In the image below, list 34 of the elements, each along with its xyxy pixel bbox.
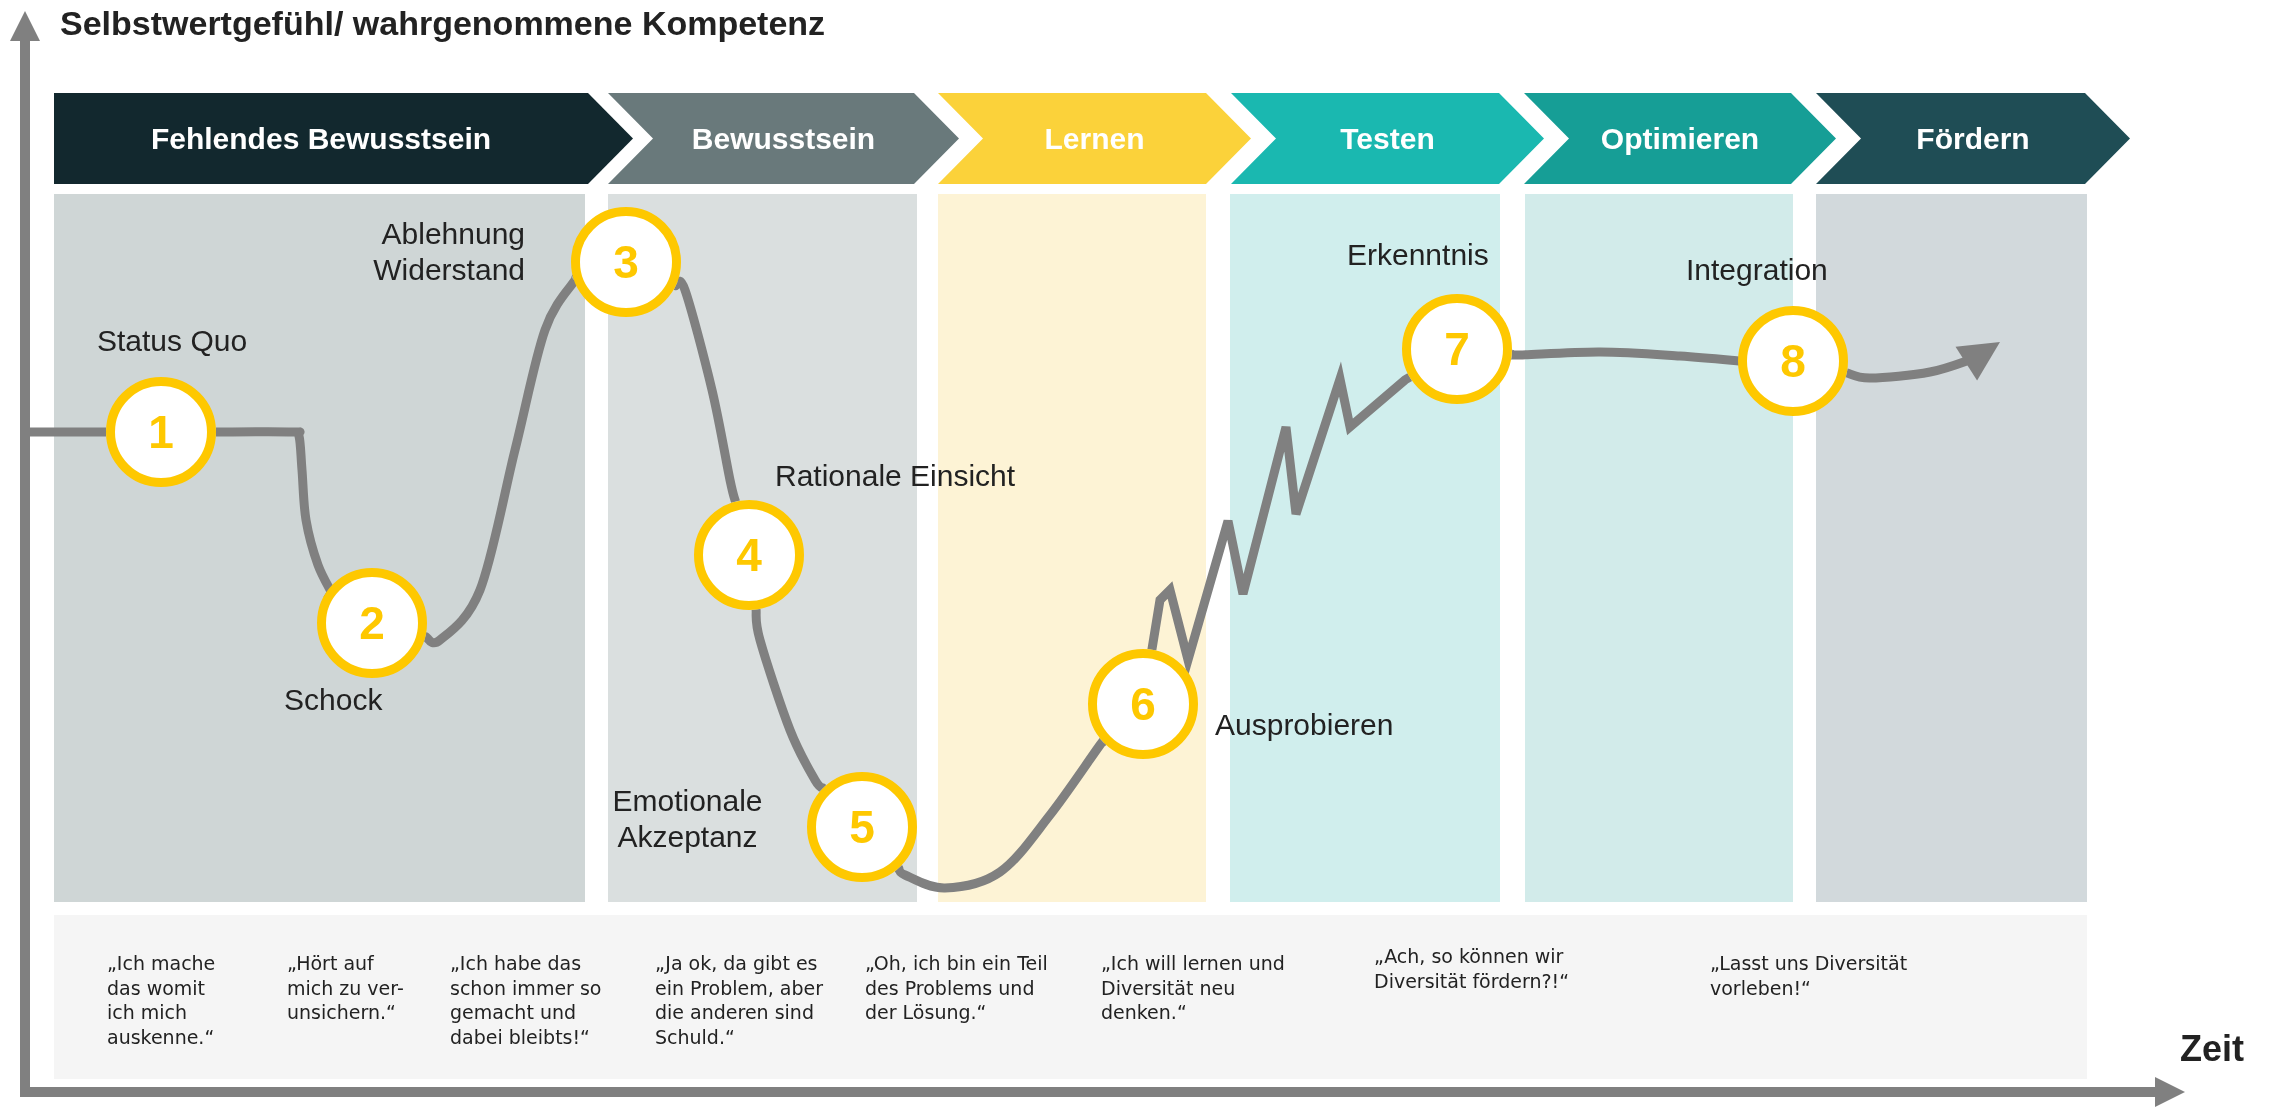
axis-title: Selbstwertgefühl/ wahrgenommene Kompetenz bbox=[60, 4, 826, 43]
phase-header bbox=[54, 93, 633, 184]
curve-segment bbox=[672, 277, 740, 503]
phase-title: Optimieren bbox=[1600, 121, 1760, 156]
phase-header bbox=[1231, 93, 1544, 184]
stage-label: Schock bbox=[284, 682, 384, 718]
quote-text: „Oh, ich bin ein Teil des Problems und der Lösung.“ bbox=[865, 951, 1049, 1026]
stage-label: Erkenntnis bbox=[1347, 237, 1490, 273]
stage-label: Ablehnung Widerstand bbox=[372, 216, 525, 288]
phase-header bbox=[1524, 93, 1836, 184]
quote-text: „Ach, so können wir Diversität fördern?!“ bbox=[1374, 944, 1571, 994]
phase-title: Fördern bbox=[1916, 121, 2030, 156]
stage-label: Rationale Einsicht bbox=[775, 458, 1017, 494]
stage-label: Integration bbox=[1686, 252, 1829, 288]
axis-label: Zeit bbox=[2180, 1028, 2244, 1070]
phase-header bbox=[938, 93, 1251, 184]
phase-header bbox=[1816, 93, 2130, 184]
stage-label: Ausprobieren bbox=[1215, 707, 1395, 743]
stage-label: Emotionale Akzeptanz bbox=[611, 783, 764, 855]
quote-text: „Ich habe das schon immer so gemacht und dabei bleibts!“ bbox=[450, 951, 603, 1050]
quote-text: „Ja ok, da gibt es ein Problem, aber die anderen sind Schuld.“ bbox=[655, 951, 824, 1050]
quote-text: „Hört auf mich zu ver-unsichern.“ bbox=[287, 951, 405, 1026]
phase-title: Fehlendes Bewusstsein bbox=[150, 121, 492, 156]
phase-title: Bewusstsein bbox=[691, 121, 876, 156]
curve-segment bbox=[751, 609, 825, 793]
curve-segment bbox=[30, 427, 106, 437]
phase-title: Lernen bbox=[1044, 121, 1145, 156]
phase-header bbox=[608, 93, 959, 184]
quote-text: „Lasst uns Diversität vorleben!“ bbox=[1710, 951, 1909, 1001]
quote-text: „Ich mache das womit ich mich auskenne.“ bbox=[107, 951, 217, 1050]
quote-text: „Ich will lernen und Diversität neu denken.“ bbox=[1101, 951, 1286, 1026]
stage-label: Status Quo bbox=[97, 323, 249, 359]
phase-title: Testen bbox=[1340, 121, 1435, 156]
curve-arrow bbox=[1845, 342, 2000, 383]
